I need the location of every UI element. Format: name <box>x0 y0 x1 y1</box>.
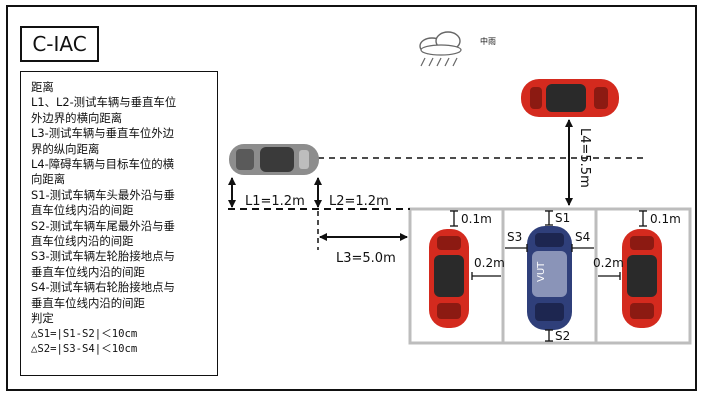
s4-marker <box>571 244 594 252</box>
weather-label: 中雨 <box>480 36 496 46</box>
left-side-gap-label: 0.2m <box>474 256 505 270</box>
right-top-gap-marker <box>639 210 647 227</box>
legend-line: S1-测试车辆车头最外沿与垂 <box>31 187 175 202</box>
criterion: △S1=|S1-S2|＜10cm <box>31 327 138 340</box>
s1-marker <box>545 210 553 226</box>
s2-label: S2 <box>555 329 570 343</box>
test-vehicle-start <box>229 144 319 175</box>
l4-label: L4=5.5m <box>577 128 592 188</box>
test-vehicle-vut <box>527 226 572 330</box>
legend-box: 距离 L1、L2-测试车辆与垂直车位 外边界的横向距离 L3-测试车辆与垂直车位… <box>20 71 218 376</box>
obstacle-car-left <box>429 229 469 328</box>
s3-label: S3 <box>507 230 522 244</box>
diagram-frame <box>6 5 697 391</box>
right-top-gap-label: 0.1m <box>650 212 681 226</box>
l2-label: L2=1.2m <box>329 194 389 209</box>
obstacle-car-right <box>622 229 662 328</box>
right-side-gap-label: 0.2m <box>593 256 624 270</box>
obstacle-car-top <box>521 79 619 117</box>
scenario-title: C-IAC <box>20 26 99 62</box>
legend-line: L1、L2-测试车辆与垂直车位 <box>31 95 177 110</box>
legend-line: S2-测试车辆车尾最外沿与垂 <box>31 218 175 233</box>
s2-marker <box>545 329 553 342</box>
legend-line: 界的纵向距离 <box>31 141 100 156</box>
legend-line: 垂直车位线内沿的间距 <box>31 264 145 279</box>
vut-label: VUT <box>536 261 547 282</box>
criterion: △S2=|S3-S4|＜10cm <box>31 342 138 355</box>
legend-line: S4-测试车辆右轮胎接地点与 <box>31 280 175 295</box>
legend-line: 直车位线内沿的间距 <box>31 203 134 218</box>
left-top-gap-marker <box>450 210 458 227</box>
legend-line: 向距离 <box>31 172 66 187</box>
l3-label: L3=5.0m <box>336 251 396 266</box>
legend-line: 外边界的横向距离 <box>31 110 123 125</box>
s4-label: S4 <box>575 230 590 244</box>
left-top-gap-label: 0.1m <box>461 212 492 226</box>
left-side-gap-marker <box>471 272 501 280</box>
judge-heading: 判定 <box>31 311 54 326</box>
legend-line: 直车位线内沿的间距 <box>31 234 134 249</box>
legend-line: L3-测试车辆与垂直车位外边 <box>31 126 175 141</box>
right-side-gap-marker <box>598 272 621 280</box>
l1-label: L1=1.2m <box>245 194 305 209</box>
legend-line: 垂直车位线内沿的间距 <box>31 295 145 310</box>
s3-marker <box>505 244 528 252</box>
parking-area <box>408 207 692 345</box>
rain-cloud-icon <box>419 31 462 67</box>
legend-line: S3-测试车辆左轮胎接地点与 <box>31 249 175 264</box>
legend-line: L4-障碍车辆与目标车位的横 <box>31 157 175 172</box>
legend-heading: 距离 <box>31 80 54 94</box>
s1-label: S1 <box>555 211 570 225</box>
